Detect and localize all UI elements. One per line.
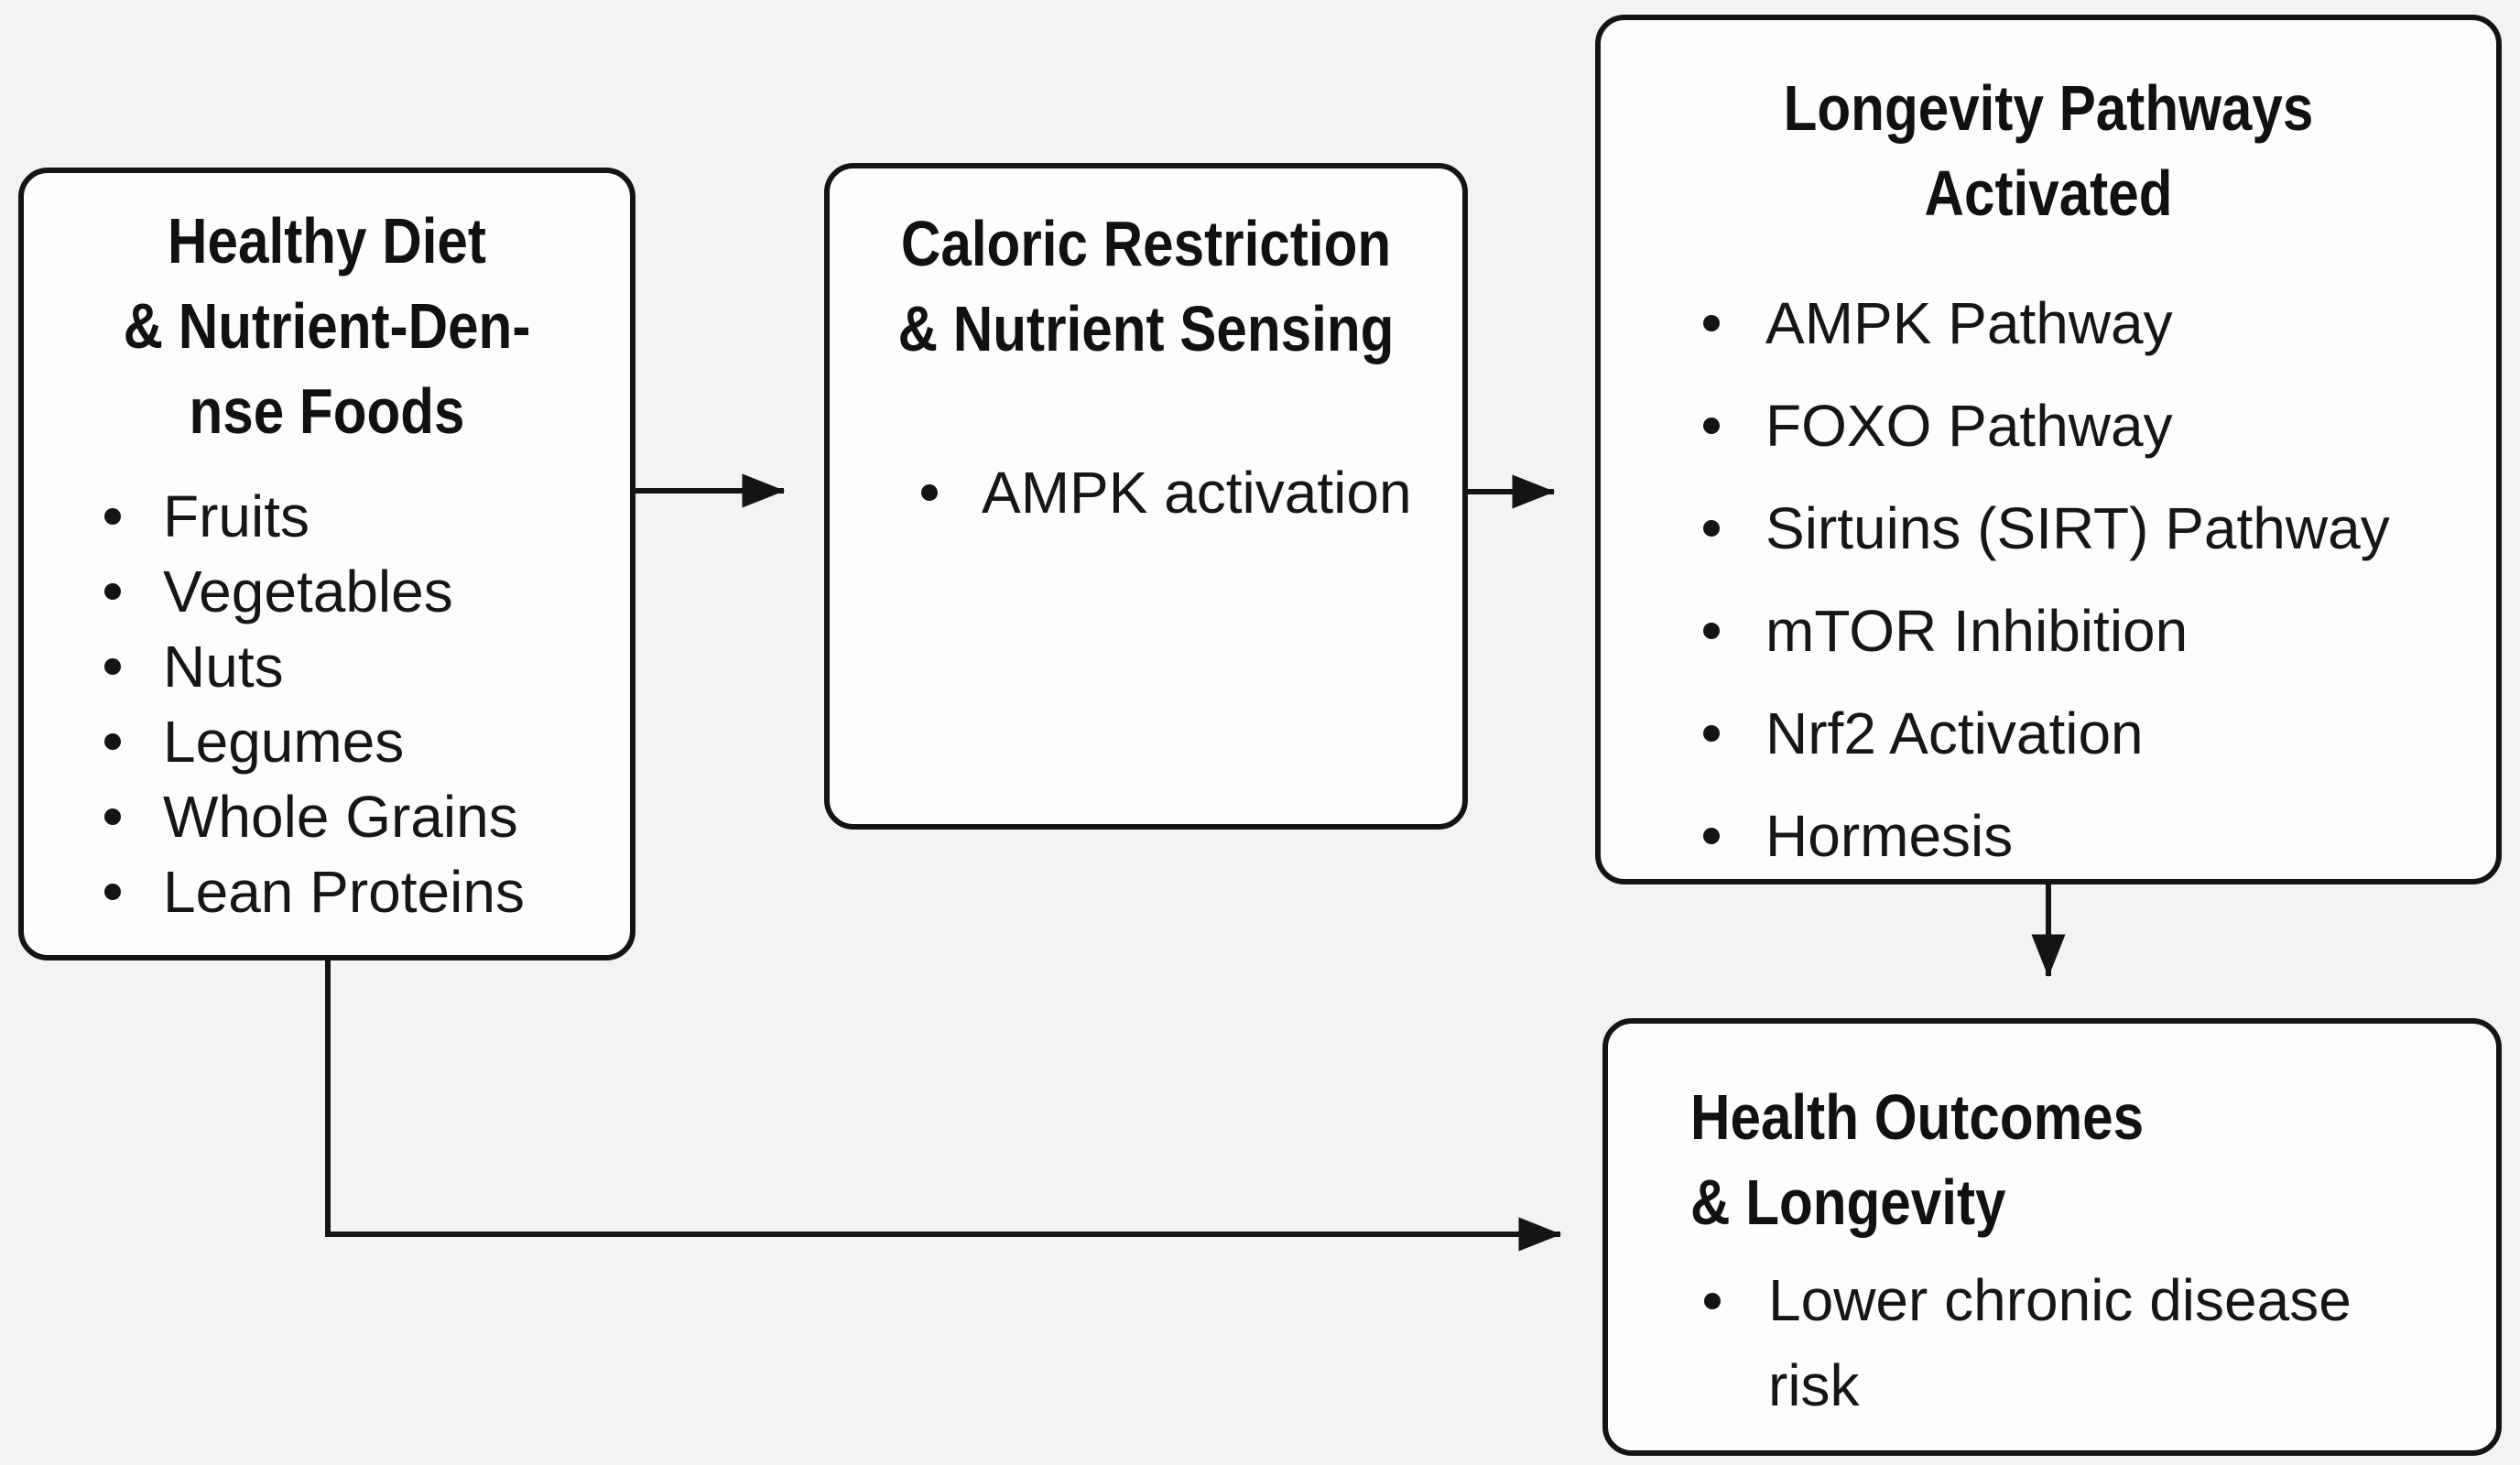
box-health-outcomes-title: Health Outcomes & Longevity (1608, 1024, 2496, 1245)
list-item-label: Nuts (163, 634, 284, 700)
list-item: Sirtuins (SIRT) Pathway (1703, 477, 2496, 580)
list-item-label: Lean Proteins (163, 859, 525, 925)
box-health-outcomes: Health Outcomes & Longevity Lower chroni… (1602, 1018, 2502, 1456)
list-item-label: AMPK Pathway (1765, 290, 2173, 356)
title-line: Health Outcomes (1690, 1081, 2145, 1153)
list-item: Lean Proteins (104, 854, 630, 929)
list-item-label: Nrf2 Activation (1765, 700, 2144, 766)
bullet-icon (1703, 418, 1720, 434)
bullet-icon (1703, 725, 1720, 742)
list-item-label: Sirtuins (SIRT) Pathway (1765, 495, 2390, 561)
bullet-icon (104, 583, 121, 600)
list-item-label: Whole Grains (163, 784, 518, 850)
title-line: & Nutrient Sensing (897, 293, 1395, 364)
longevity-pathways-list: AMPK Pathway FOXO Pathway Sirtuins (SIRT… (1601, 272, 2496, 887)
list-item-label: Legumes (163, 709, 405, 775)
caloric-restriction-list: AMPK activation (830, 455, 1462, 530)
list-item-label: mTOR Inhibition (1765, 598, 2189, 664)
bullet-icon (104, 508, 121, 525)
title-line: Activated (1924, 157, 2173, 229)
list-item-label: FOXO Pathway (1765, 393, 2173, 459)
list-item: AMPK Pathway (1703, 272, 2496, 374)
list-item-label: Hormesis (1765, 803, 2014, 869)
title-line: Longevity Pathways (1783, 72, 2314, 144)
title-line: & Longevity (1690, 1167, 2006, 1238)
box-longevity-pathways-title: Longevity Pathways Activated (1601, 20, 2496, 236)
list-item: Nuts (104, 629, 630, 704)
list-item-label: Vegetables (163, 559, 453, 624)
healthy-diet-list: Fruits Vegetables Nuts Legumes Whole Gra… (24, 479, 630, 929)
bullet-icon (1703, 828, 1720, 844)
list-item: Fruits (104, 479, 630, 554)
title-line: Healthy Diet (168, 205, 486, 277)
list-item-label: Fruits (163, 483, 310, 549)
list-item: AMPK activation (921, 455, 1462, 530)
list-item: mTOR Inhibition (1703, 580, 2496, 682)
list-item: Legumes (104, 704, 630, 779)
list-item: Whole Grains (104, 779, 630, 854)
box-longevity-pathways: Longevity Pathways Activated AMPK Pathwa… (1595, 15, 2502, 884)
arrow-diet-to-outcomes (325, 960, 1562, 1252)
bullet-icon (104, 733, 121, 750)
bullet-icon (1703, 520, 1720, 537)
box-caloric-restriction-title: Caloric Restriction & Nutrient Sensing (830, 168, 1462, 372)
list-item-label: AMPK activation (982, 460, 1412, 526)
bullet-icon (1703, 623, 1720, 639)
list-item: Lower chronic disease risk (1704, 1258, 2496, 1428)
list-item-label: Lower chronic disease risk (1768, 1267, 2352, 1418)
bullet-icon (1704, 1293, 1721, 1309)
box-healthy-diet-title: Healthy Diet & Nutrient-Den- nse Foods (24, 173, 630, 454)
title-line: & Nutrient-Den- (123, 290, 531, 362)
bullet-icon (104, 884, 121, 900)
bullet-icon (921, 484, 938, 501)
title-line: Caloric Restriction (900, 208, 1392, 279)
list-item: Nrf2 Activation (1703, 682, 2496, 785)
box-healthy-diet: Healthy Diet & Nutrient-Den- nse Foods F… (18, 168, 635, 960)
box-caloric-restriction: Caloric Restriction & Nutrient Sensing A… (824, 163, 1468, 830)
list-item: Vegetables (104, 554, 630, 629)
bullet-icon (104, 658, 121, 675)
list-item: FOXO Pathway (1703, 374, 2496, 477)
bullet-icon (1703, 315, 1720, 331)
bullet-icon (104, 808, 121, 825)
health-outcomes-list: Lower chronic disease risk (1608, 1258, 2496, 1428)
title-line: nse Foods (189, 375, 465, 447)
list-item: Hormesis (1703, 785, 2496, 887)
